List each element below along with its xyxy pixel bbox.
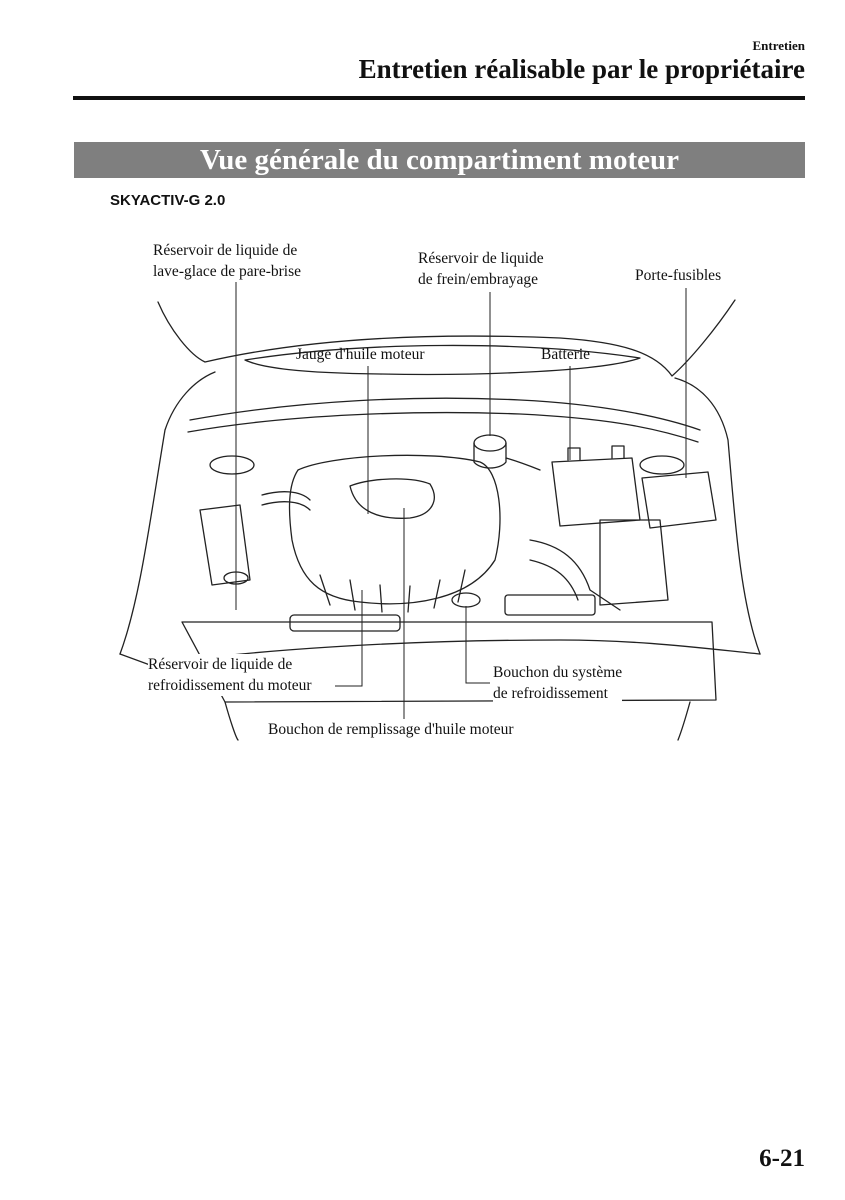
grille-bar	[289, 614, 401, 632]
leader-radiator	[465, 606, 490, 684]
page-title: Entretien réalisable par le propriétaire	[358, 54, 805, 84]
coolant-hose	[261, 491, 311, 511]
hood-outline	[157, 299, 736, 377]
cowl	[189, 397, 701, 431]
callout-fuse-line1: Porte-fusibles	[635, 267, 722, 284]
battery	[551, 457, 641, 527]
left-fender	[119, 371, 216, 655]
headlamp-support	[504, 594, 596, 616]
engine-subheading: SKYACTIV-G 2.0	[110, 192, 226, 209]
section-label: Entretien	[752, 38, 805, 53]
callout-battery-line1: Batterie	[541, 346, 591, 363]
coolant-reservoir	[199, 504, 251, 586]
callout-coolant-line1: Réservoir de liquide de	[148, 656, 293, 673]
callout-battery: Batterie	[541, 344, 590, 365]
cowl-front	[187, 411, 699, 443]
bumper-lower	[224, 701, 691, 741]
callout-oil-filler-cap: Bouchon de remplissage d'huile moteur	[268, 719, 514, 740]
callout-washer-reservoir: Réservoir de liquide de lave-glace de pa…	[153, 240, 302, 282]
battery-terminals	[567, 445, 625, 461]
air-intake-duct	[529, 539, 621, 611]
brake-line	[505, 457, 541, 471]
callout-washer-line2: lave-glace de pare-brise	[153, 263, 302, 280]
callout-dipstick: Jauge d'huile moteur	[296, 344, 424, 365]
engine-cover-recess	[349, 478, 435, 519]
right-strut-tower	[639, 455, 685, 475]
section-banner: Vue générale du compartiment moteur	[74, 142, 805, 178]
brake-reservoir-body	[473, 442, 507, 469]
hood-underside	[244, 344, 641, 376]
left-strut-tower	[209, 455, 255, 475]
callout-radiator-cap: Bouchon du système de refroidissement	[493, 662, 623, 704]
callout-oil-filler-line1: Bouchon de remplissage d'huile moteur	[268, 721, 514, 738]
intake-runners	[319, 569, 466, 613]
right-fender	[674, 377, 761, 655]
leader-coolant	[335, 590, 363, 687]
air-filter-box	[599, 519, 669, 606]
brake-reservoir-cap	[473, 434, 507, 452]
engine-cover	[288, 454, 501, 605]
radiator-cap	[451, 592, 481, 608]
callout-radiator-line2: de refroidissement	[493, 685, 608, 702]
callout-radiator-line1: Bouchon du système	[493, 664, 623, 681]
callout-dipstick-line1: Jauge d'huile moteur	[296, 346, 425, 363]
callout-brake-reservoir: Réservoir de liquide de frein/embrayage	[418, 248, 544, 290]
engine-compartment-illustration	[119, 282, 761, 741]
callout-brake-line2: de frein/embrayage	[418, 271, 539, 288]
callout-fuse-box: Porte-fusibles	[635, 265, 722, 286]
header-rule	[73, 96, 805, 100]
page-number: 6-21	[759, 1145, 805, 1172]
callout-washer-line1: Réservoir de liquide de	[153, 242, 298, 259]
callout-coolant-line2: refroidissement du moteur	[148, 677, 312, 694]
callout-brake-line1: Réservoir de liquide	[418, 250, 544, 267]
callout-coolant-reservoir: Réservoir de liquide de refroidissement …	[148, 654, 312, 696]
